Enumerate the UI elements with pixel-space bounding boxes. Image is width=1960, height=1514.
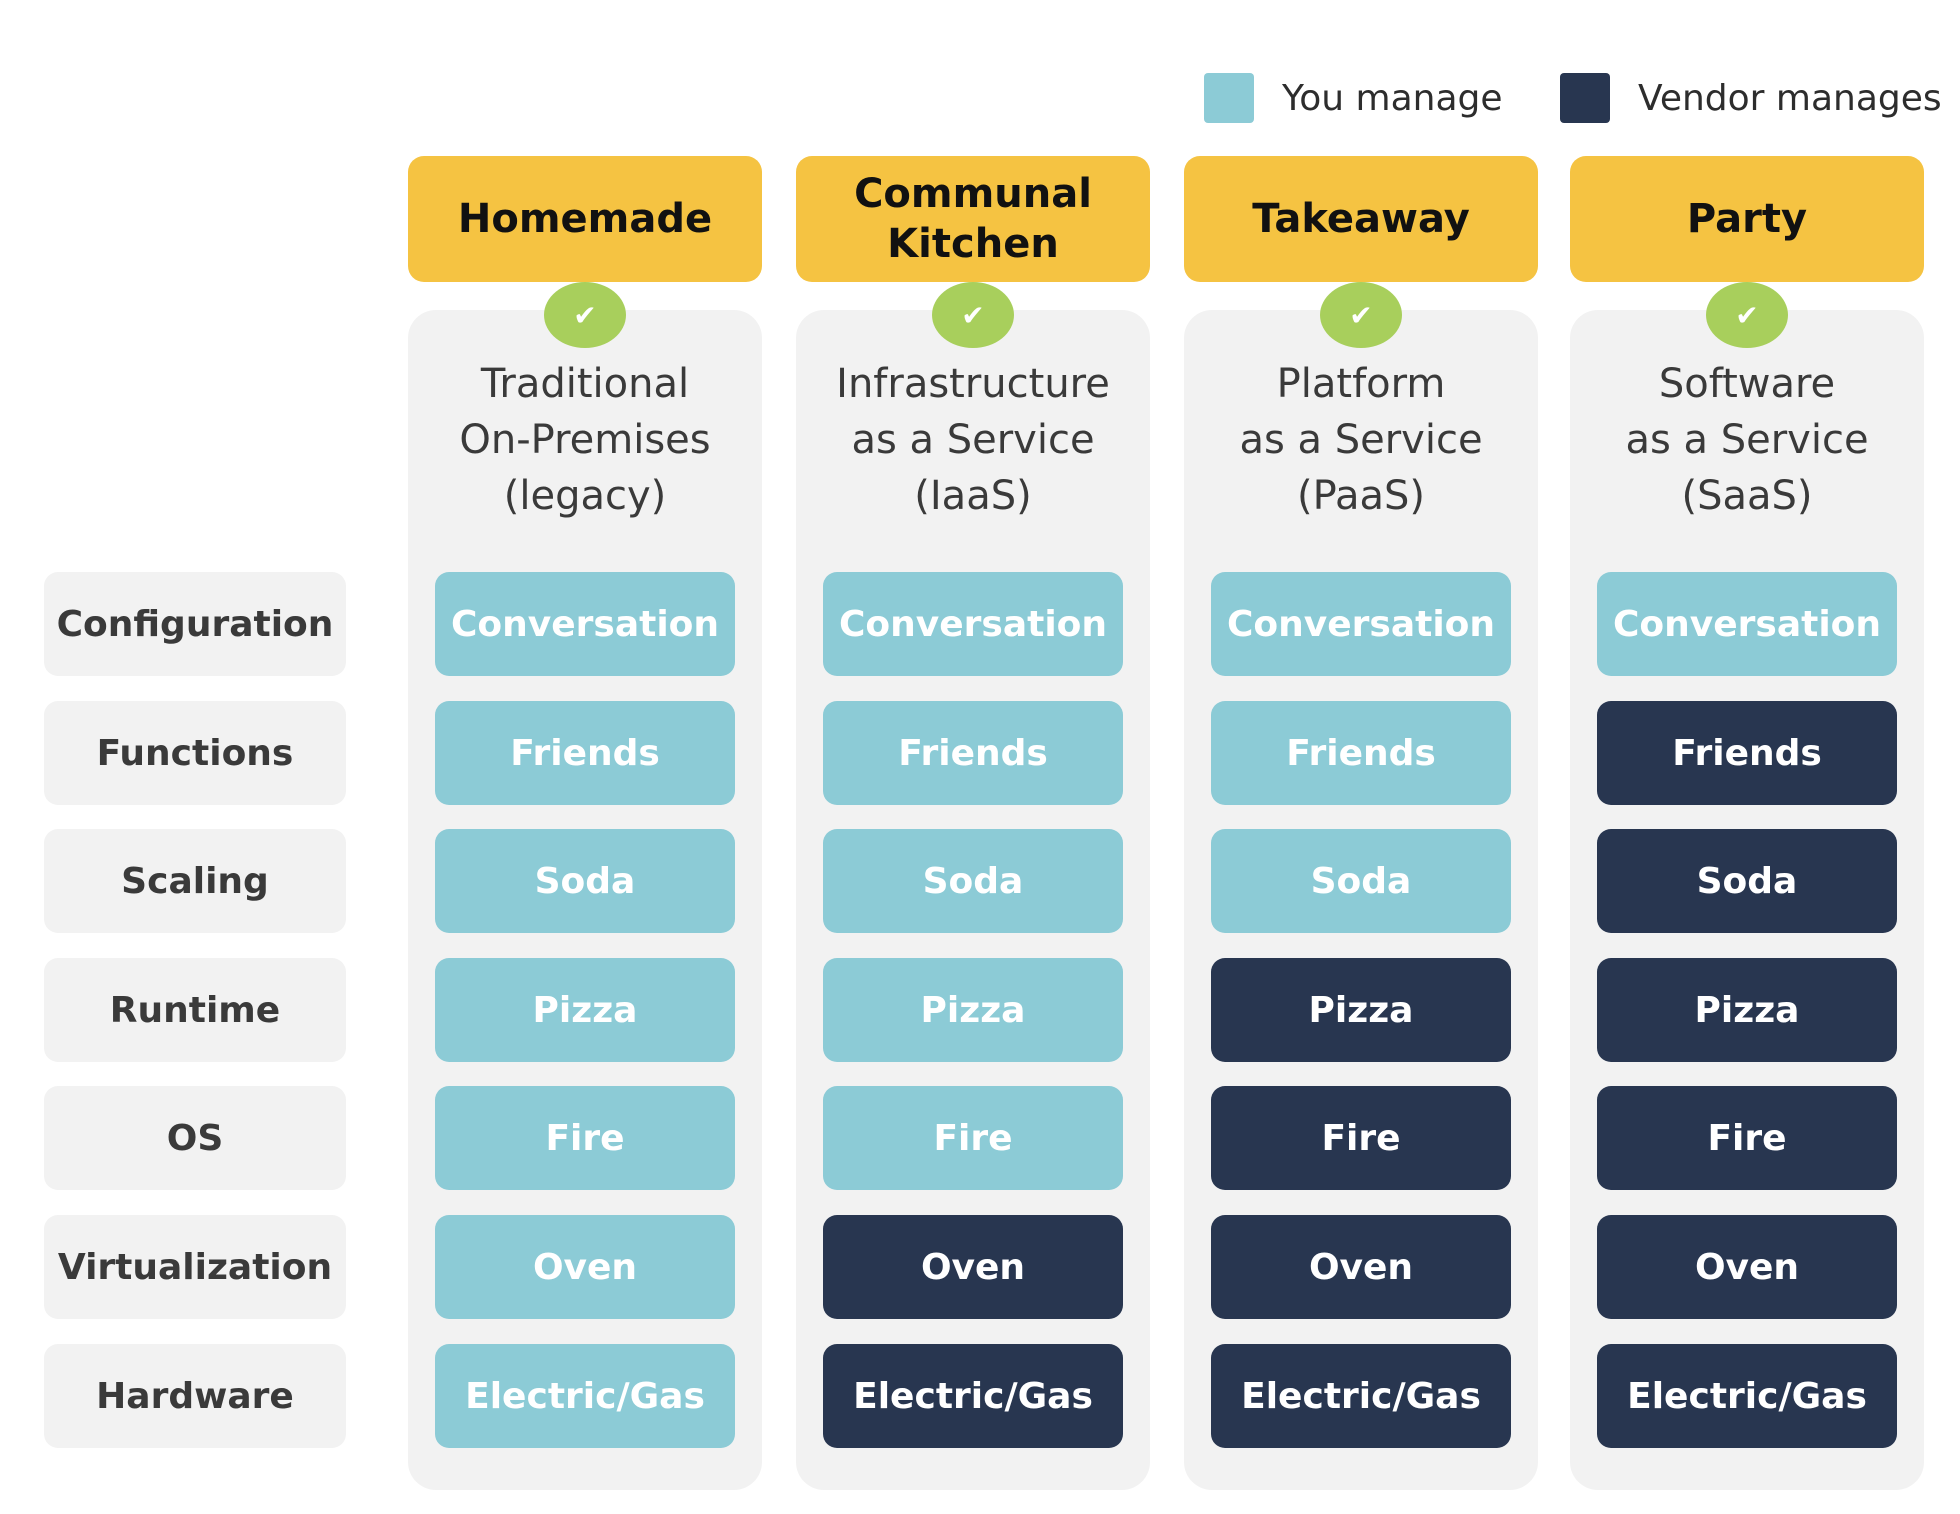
legend-swatch-you (1204, 73, 1254, 123)
cell-you-manages: Soda (435, 829, 735, 933)
cell-you-manages: Fire (823, 1086, 1123, 1190)
column-title: Infrastructure as a Service (IaaS) (836, 361, 1110, 519)
cell-vendor-manages: Pizza (1211, 958, 1511, 1062)
row-label-runtime: Runtime (44, 958, 346, 1062)
legend-item-you: You manage (1204, 72, 1503, 124)
cell-vendor-manages: Soda (1597, 829, 1897, 933)
cell-you-manages: Friends (435, 701, 735, 805)
cell-you-manages: Electric/Gas (435, 1344, 735, 1448)
cell-you-manages: Friends (1211, 701, 1511, 805)
cell-vendor-manages: Oven (823, 1215, 1123, 1319)
cell-vendor-manages: Fire (1211, 1086, 1511, 1190)
legend-label-vendor: Vendor manages (1638, 77, 1942, 119)
cell-you-manages: Soda (1211, 829, 1511, 933)
cell-you-manages: Friends (823, 701, 1123, 805)
cell-vendor-manages: Electric/Gas (823, 1344, 1123, 1448)
cell-you-manages: Conversation (823, 572, 1123, 676)
legend-swatch-vendor (1560, 73, 1610, 123)
cell-you-manages: Soda (823, 829, 1123, 933)
check-icon: ✔ (1706, 282, 1788, 348)
row-label-os: OS (44, 1086, 346, 1190)
cell-you-manages: Fire (435, 1086, 735, 1190)
column-header: Communal Kitchen (796, 156, 1150, 282)
cell-you-manages: Conversation (435, 572, 735, 676)
column-header: Party (1570, 156, 1924, 282)
cell-vendor-manages: Oven (1211, 1215, 1511, 1319)
cell-you-manages: Pizza (435, 958, 735, 1062)
row-label-hardware: Hardware (44, 1344, 346, 1448)
legend-item-vendor: Vendor manages (1560, 72, 1942, 124)
cell-vendor-manages: Fire (1597, 1086, 1897, 1190)
cell-you-manages: Conversation (1211, 572, 1511, 676)
column-title: Software as a Service (SaaS) (1625, 361, 1869, 519)
column-header: Takeaway (1184, 156, 1538, 282)
row-label-functions: Functions (44, 701, 346, 805)
row-label-virtualization: Virtualization (44, 1215, 346, 1319)
column-header: Homemade (408, 156, 762, 282)
row-label-scaling: Scaling (44, 829, 346, 933)
check-icon: ✔ (1320, 282, 1402, 348)
cell-you-manages: Oven (435, 1215, 735, 1319)
legend-label-you: You manage (1282, 77, 1503, 119)
cell-you-manages: Pizza (823, 958, 1123, 1062)
row-label-configuration: Configuration (44, 572, 346, 676)
column-title: Platform as a Service (PaaS) (1239, 361, 1483, 519)
check-icon: ✔ (544, 282, 626, 348)
cell-vendor-manages: Electric/Gas (1211, 1344, 1511, 1448)
check-icon: ✔ (932, 282, 1014, 348)
column-title: Traditional On-Premises (legacy) (459, 361, 711, 519)
cell-you-manages: Conversation (1597, 572, 1897, 676)
cell-vendor-manages: Friends (1597, 701, 1897, 805)
cell-vendor-manages: Pizza (1597, 958, 1897, 1062)
cell-vendor-manages: Electric/Gas (1597, 1344, 1897, 1448)
cell-vendor-manages: Oven (1597, 1215, 1897, 1319)
